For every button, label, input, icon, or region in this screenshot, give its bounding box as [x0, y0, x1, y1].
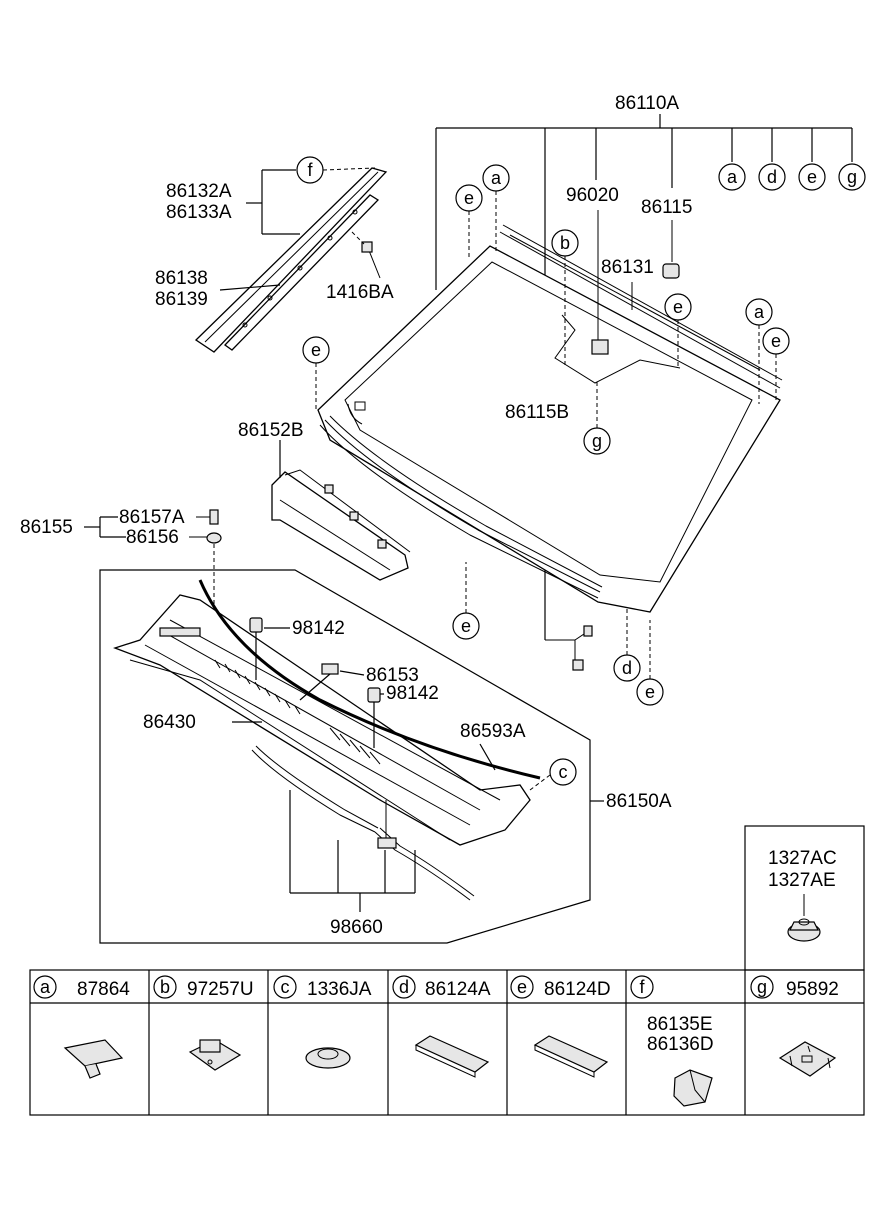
legend-part-86124A: 86124A: [425, 979, 491, 1000]
callout-a-glass-left: a: [491, 168, 502, 188]
label-86115B: 86115B: [505, 402, 569, 423]
label-86131: 86131: [601, 257, 654, 278]
legend-part-86136D: 86136D: [647, 1034, 714, 1055]
callout-f-molding: f: [307, 160, 313, 180]
label-96020: 96020: [566, 185, 619, 206]
label-1327AC: 1327AC: [768, 848, 837, 869]
cap-86135E-icon: [673, 1069, 713, 1107]
legend-letter-b: b: [160, 977, 170, 997]
washer-hose: [251, 745, 475, 901]
callout-a-glass-right: a: [754, 302, 765, 322]
label-86593A: 86593A: [460, 721, 526, 742]
callout-e-top: e: [807, 167, 817, 187]
legend-letter-f: f: [639, 977, 645, 997]
label-86133A: 86133A: [166, 202, 232, 223]
legend-letter-d: d: [399, 977, 409, 997]
label-98660: 98660: [330, 917, 383, 938]
callout-g-glass: g: [592, 431, 602, 451]
legend-part-97257U: 97257U: [187, 979, 254, 1000]
cowl-assembly-outline: [99, 569, 591, 944]
label-1327AE: 1327AE: [768, 870, 836, 891]
legend-letter-e: e: [517, 977, 527, 997]
label-86110A: 86110A: [615, 93, 679, 114]
legend-part-86124D: 86124D: [544, 979, 611, 1000]
label-98142-lower: 98142: [386, 683, 439, 704]
callout-e-glass-top: e: [673, 297, 683, 317]
callout-d-top: d: [767, 167, 777, 187]
callout-g-top: g: [847, 167, 857, 187]
pad-86124A-icon: [414, 1035, 490, 1078]
flange-nut-icon: [787, 918, 821, 942]
callout-e-glass-bottom: e: [461, 616, 471, 636]
legend-letter-c: c: [281, 977, 290, 997]
assembly-callouts: a d e g: [718, 163, 866, 191]
callout-e-glass-side: e: [311, 340, 321, 360]
legend-table: a 87864 b 97257U c 1336JA d 86124A: [29, 969, 865, 1116]
legend-part-86135E: 86135E: [647, 1014, 713, 1035]
label-86138: 86138: [155, 268, 208, 289]
label-86430: 86430: [143, 712, 196, 733]
legend-letter-g: g: [757, 977, 767, 997]
label-1416BA: 1416BA: [326, 282, 394, 303]
callout-b-glass: b: [560, 233, 570, 253]
label-86156: 86156: [126, 527, 179, 548]
upper-molding: [194, 167, 388, 353]
label-86152B: 86152B: [238, 420, 304, 441]
label-86153: 86153: [366, 665, 419, 686]
callout-e-glass-right: e: [771, 331, 781, 351]
label-86115: 86115: [641, 197, 692, 218]
legend-part-87864: 87864: [77, 979, 130, 1000]
bracket-97257U-icon: [188, 1039, 242, 1071]
label-86150A: 86150A: [606, 791, 672, 812]
legend-letter-a: a: [40, 977, 51, 997]
callout-c-cowl: c: [559, 762, 568, 782]
callout-d-glass-bottom: d: [622, 658, 632, 678]
legend-part-95892: 95892: [786, 979, 839, 1000]
pad-86124D-icon: [533, 1035, 609, 1078]
label-86157A: 86157A: [119, 507, 185, 528]
clip-87864-icon: [63, 1039, 124, 1079]
label-86132A: 86132A: [166, 181, 232, 202]
bracket-95892-icon: [778, 1041, 837, 1077]
grommet-1336JA-icon: [305, 1047, 351, 1069]
cowl-panel: [113, 579, 541, 846]
label-98142-upper: 98142: [292, 618, 345, 639]
callout-e-glass-corner: e: [645, 682, 655, 702]
label-86139: 86139: [155, 289, 208, 310]
callout-a-top: a: [727, 167, 738, 187]
callout-e-glass-left: e: [464, 188, 474, 208]
label-86155: 86155: [20, 517, 73, 538]
windshield-glass: [317, 224, 783, 613]
side-cover: [271, 469, 411, 581]
legend-part-1336JA: 1336JA: [307, 979, 372, 1000]
